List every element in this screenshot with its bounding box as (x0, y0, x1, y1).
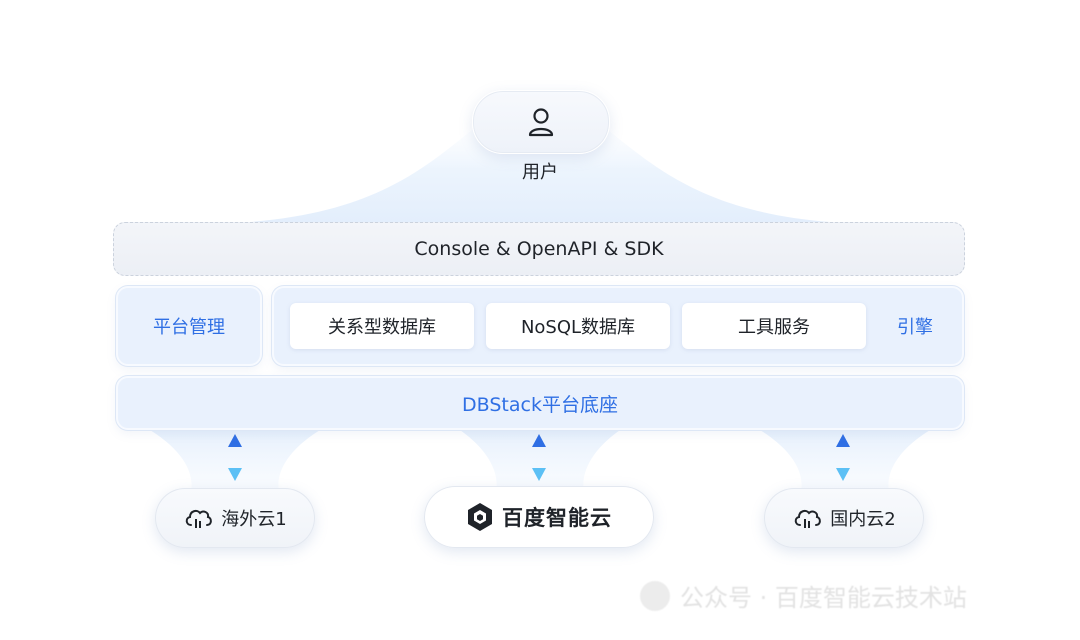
engine-item-tools: 工具服务 (682, 303, 866, 349)
user-icon (528, 108, 554, 137)
engine-item-label: NoSQL数据库 (520, 317, 636, 338)
cloud-node-label: 海外云1 (221, 509, 287, 530)
platform-management-label: 平台管理 (153, 317, 225, 338)
user-glow (250, 105, 830, 222)
cloud-node-label: 国内云2 (830, 509, 896, 530)
engine-group-label: 引擎 (897, 317, 933, 338)
watermark: 公众号 · 百度智能云技术站 (640, 578, 967, 613)
dbstack-base: DBStack平台底座 (116, 376, 964, 430)
interface-layer: Console & OpenAPI & SDK (113, 222, 965, 276)
cloud-node-overseas: 海外云1 (155, 488, 315, 548)
baidu-cloud-logo (468, 503, 492, 531)
arrow-left (228, 434, 242, 481)
platform-management-box: 平台管理 (116, 286, 262, 366)
watermark-text: 公众号 · 百度智能云技术站 (680, 584, 967, 612)
engine-item-label: 关系型数据库 (328, 317, 436, 338)
cloud-node-domestic: 国内云2 (764, 488, 924, 548)
cloud-icon (795, 509, 822, 528)
dbstack-base-label: DBStack平台底座 (462, 393, 618, 416)
cloud-icon (186, 509, 213, 528)
engine-item-label: 工具服务 (738, 317, 810, 338)
cloud-node-label: 百度智能云 (502, 506, 612, 530)
engine-item-nosql: NoSQL数据库 (486, 303, 670, 349)
cloud-glow-right (760, 430, 930, 495)
arrows (228, 434, 850, 481)
user-node (472, 90, 610, 154)
user-label: 用户 (522, 162, 558, 183)
engine-item-relational: 关系型数据库 (290, 303, 474, 349)
arrow-right (836, 434, 850, 481)
arrow-center (532, 434, 546, 481)
cloud-node-baidu: 百度智能云 (424, 486, 654, 548)
wechat-icon (640, 580, 670, 611)
interface-layer-label: Console & OpenAPI & SDK (414, 238, 664, 260)
